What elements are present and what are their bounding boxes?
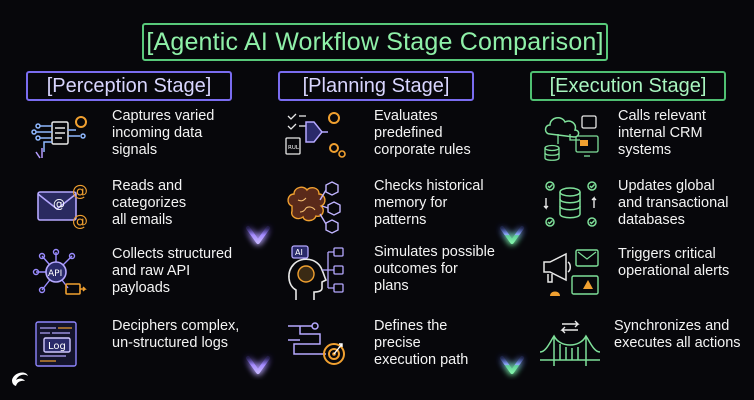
svg-text:API: API (48, 269, 62, 279)
planning-item-1-text: Evaluates predefined corporate rules (374, 108, 471, 158)
diagram-title: [Agentic AI Workflow Stage Comparison] (142, 23, 608, 61)
execution-item-4: Synchronizes and executes all actions (538, 318, 754, 376)
svg-text:RUL: RUL (288, 145, 300, 151)
brain-memory-icon (287, 181, 341, 234)
ai-head-icon: AI (288, 245, 344, 300)
perception-item-3: API Collects structured and raw API payl… (26, 246, 246, 304)
api-hub-icon: API (32, 248, 87, 295)
planning-item-4-text: Defines the precise execution path (374, 318, 469, 368)
svg-text:@: @ (72, 181, 88, 200)
perception-item-2: @ @ @ Reads and categorizes all emails (26, 178, 236, 236)
cloud-crm-icon (544, 115, 599, 161)
perception-item-3-text: Collects structured and raw API payloads (112, 246, 233, 296)
planning-item-3: AI Simulates possible outcomes for plans (282, 244, 508, 302)
execution-item-1: Calls relevant internal CRM systems (538, 108, 748, 166)
planning-item-1: RUL Evaluates predefined corporate rules (282, 108, 492, 166)
path-target-icon (288, 322, 345, 365)
log-file-icon: Log (35, 321, 77, 367)
document-circuit-icon (31, 116, 87, 159)
execution-item-3: Triggers critical operational alerts (538, 246, 748, 304)
stage-arrow-planning (500, 106, 524, 374)
database-sync-icon (543, 181, 597, 227)
execution-item-2: Updates global and transactional databas… (538, 178, 748, 236)
execution-item-4-text: Synchronizes and executes all actions (614, 318, 741, 351)
perception-item-1: Captures varied incoming data signals (26, 108, 236, 166)
execution-item-3-text: Triggers critical operational alerts (618, 246, 730, 279)
stage-heading-perception: [Perception Stage] (26, 71, 232, 101)
planning-item-3-text: Simulates possible outcomes for plans (374, 244, 495, 294)
execution-item-1-text: Calls relevant internal CRM systems (618, 108, 706, 158)
perception-item-2-text: Reads and categorizes all emails (112, 178, 187, 228)
email-envelope-icon: @ @ @ (37, 181, 88, 230)
svg-text:@: @ (53, 197, 65, 211)
planning-item-2-text: Checks historical memory for patterns (374, 178, 484, 228)
stage-arrow-perception (246, 106, 270, 374)
brand-logo-icon (12, 372, 28, 386)
perception-item-4: Log Deciphers complex, un-structured log… (26, 318, 246, 376)
perception-item-1-text: Captures varied incoming data signals (112, 108, 215, 158)
megaphone-alert-icon (543, 249, 599, 296)
bridge-sync-icon (539, 320, 601, 366)
stage-heading-planning: [Planning Stage] (278, 71, 474, 101)
svg-text:@: @ (72, 211, 88, 230)
svg-text:Log: Log (48, 341, 66, 352)
stage-heading-execution: [Execution Stage] (530, 71, 726, 101)
planning-item-2: Checks historical memory for patterns (282, 178, 492, 236)
rules-gear-icon: RUL (285, 112, 346, 158)
planning-item-4: Defines the precise execution path (282, 318, 492, 376)
execution-item-2-text: Updates global and transactional databas… (618, 178, 729, 228)
perception-item-4-text: Deciphers complex, un-structured logs (112, 318, 240, 351)
svg-text:AI: AI (295, 248, 303, 257)
